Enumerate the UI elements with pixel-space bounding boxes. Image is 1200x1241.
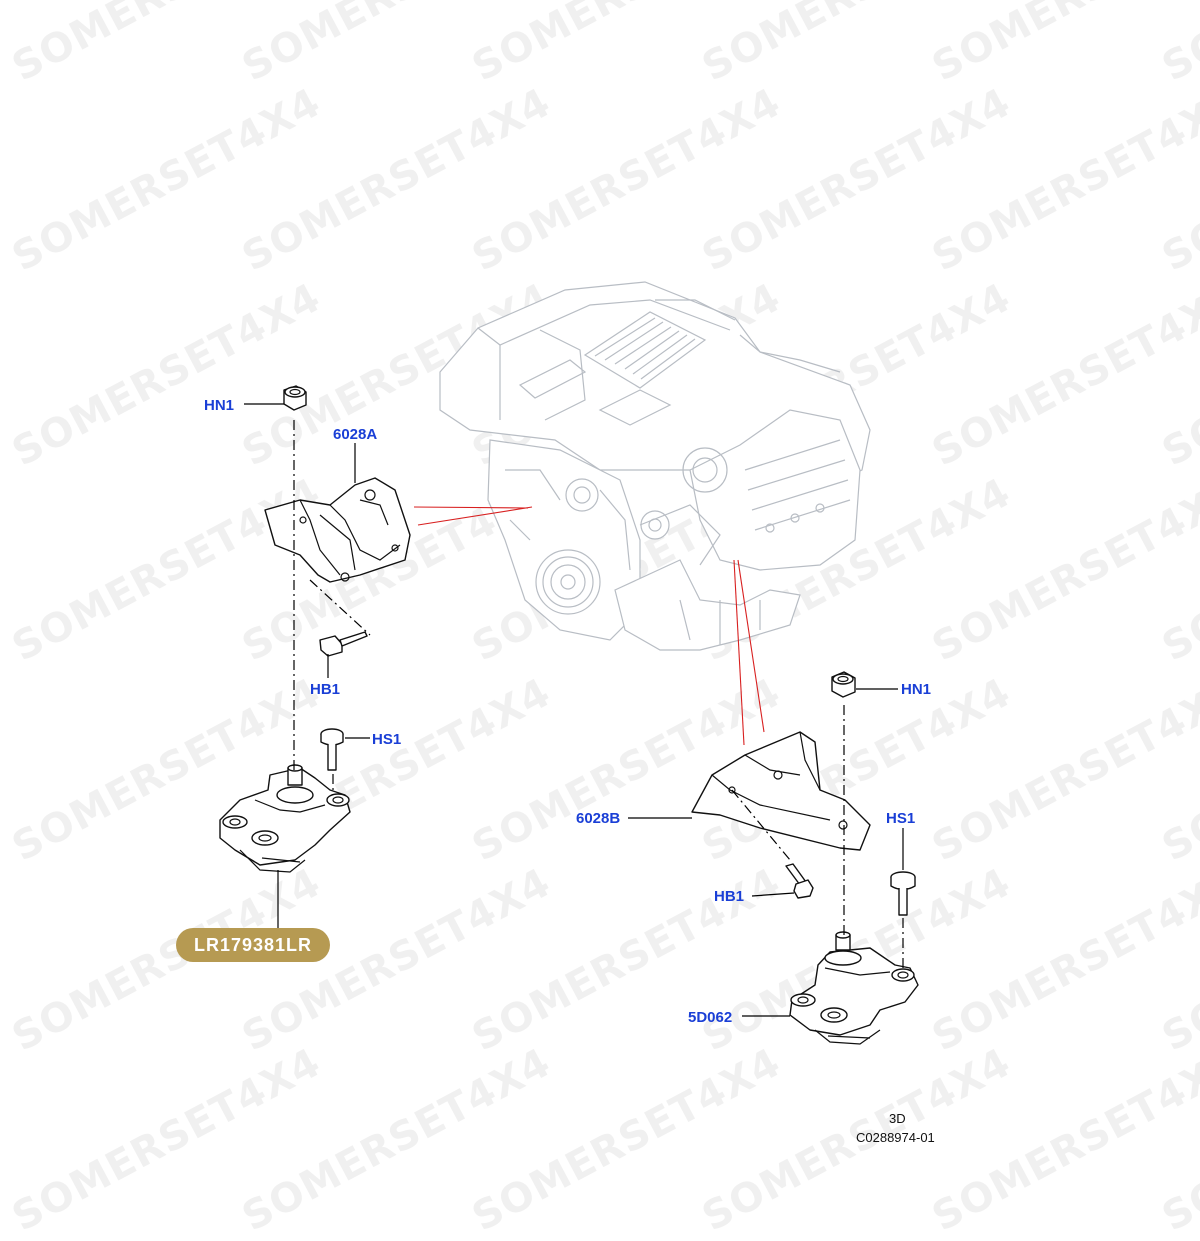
callout-6028a: 6028A [333, 426, 378, 443]
right-assembly-lines [628, 688, 904, 1017]
nut-hn1-left [283, 385, 307, 411]
reference-lines [413, 506, 765, 746]
nut-hn1-right [831, 671, 856, 698]
part-number-badge[interactable]: LR179381LR [176, 928, 330, 962]
callout-hb1-left: HB1 [310, 681, 341, 698]
bracket-6028b [691, 731, 871, 851]
stud-hs1-left [320, 728, 344, 771]
diagram-drawing [219, 281, 919, 1045]
callout-5d062: 5D062 [688, 1009, 733, 1026]
drawing-code: C0288974-01 [856, 1130, 935, 1145]
engine-mount-left [219, 764, 351, 873]
bolt-hb1-right [785, 863, 814, 899]
callout-hb1-right: HB1 [714, 888, 745, 905]
callout-hn1-right: HN1 [901, 681, 932, 698]
left-assembly-lines [244, 403, 371, 930]
stud-hs1-right [890, 871, 916, 916]
view-label: 3D [889, 1111, 906, 1126]
callout-hs1-left: HS1 [372, 731, 402, 748]
bracket-6028a [264, 477, 411, 583]
callout-6028b: 6028B [576, 810, 621, 827]
callout-hn1-left: HN1 [204, 397, 235, 414]
engine-mount-right [789, 931, 919, 1045]
callout-hs1-right: HS1 [886, 810, 916, 827]
engine-illustration [439, 281, 871, 651]
bolt-hb1-left [319, 631, 368, 657]
